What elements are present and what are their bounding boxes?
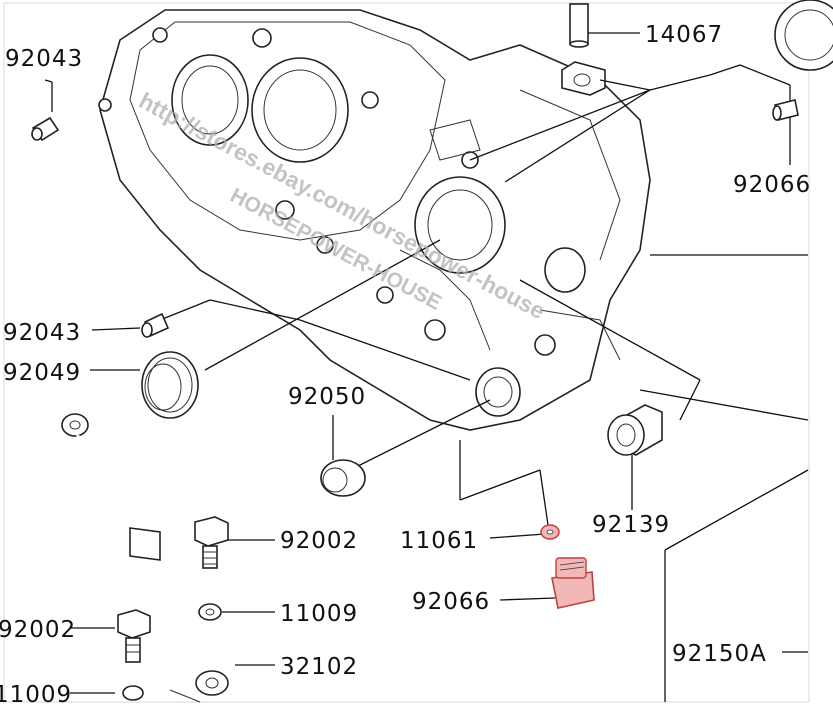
- label-92139: 92139: [592, 512, 670, 538]
- part-92050-seal: [320, 459, 366, 497]
- part-11061-washer: [540, 524, 560, 540]
- part-92066-drain-plug: [551, 557, 595, 609]
- part-92049-oil-seal: [141, 351, 199, 419]
- label-92043-mid: 92043: [3, 320, 81, 346]
- label-92002-left: 92002: [0, 617, 76, 643]
- gear-partial: [774, 0, 833, 71]
- part-11009-left-washer: [122, 685, 144, 701]
- crankcase-housing: [98, 9, 651, 431]
- label-92150A: 92150A: [672, 641, 767, 667]
- label-92049: 92049: [3, 360, 81, 386]
- part-92139-bushing: [607, 404, 663, 456]
- label-32102: 32102: [280, 654, 358, 680]
- part-92066-right-plug: [772, 99, 799, 121]
- label-11061: 11061: [400, 528, 478, 554]
- label-11009-left: 11009: [0, 682, 72, 704]
- part-11009-washer: [198, 603, 222, 621]
- label-14067: 14067: [645, 22, 723, 48]
- part-92043-top-dowel: [31, 116, 60, 142]
- part-92002-left-bolt: [117, 609, 151, 663]
- part-92043-mid-dowel: [141, 312, 170, 338]
- part-14067-pin: [561, 3, 606, 96]
- label-92050: 92050: [288, 384, 366, 410]
- part-92002-bolt: [194, 516, 229, 569]
- label-11009: 11009: [280, 601, 358, 627]
- label-92066: 92066: [412, 589, 490, 615]
- label-92066-right: 92066: [733, 172, 811, 198]
- label-92043-top: 92043: [5, 46, 83, 72]
- part-labels: 92043 14067 92066 92043 92049 92050 9213…: [0, 22, 811, 704]
- label-92002: 92002: [280, 528, 358, 554]
- leader-lines: [44, 32, 809, 702]
- part-32102-oil-pipe: [61, 413, 231, 703]
